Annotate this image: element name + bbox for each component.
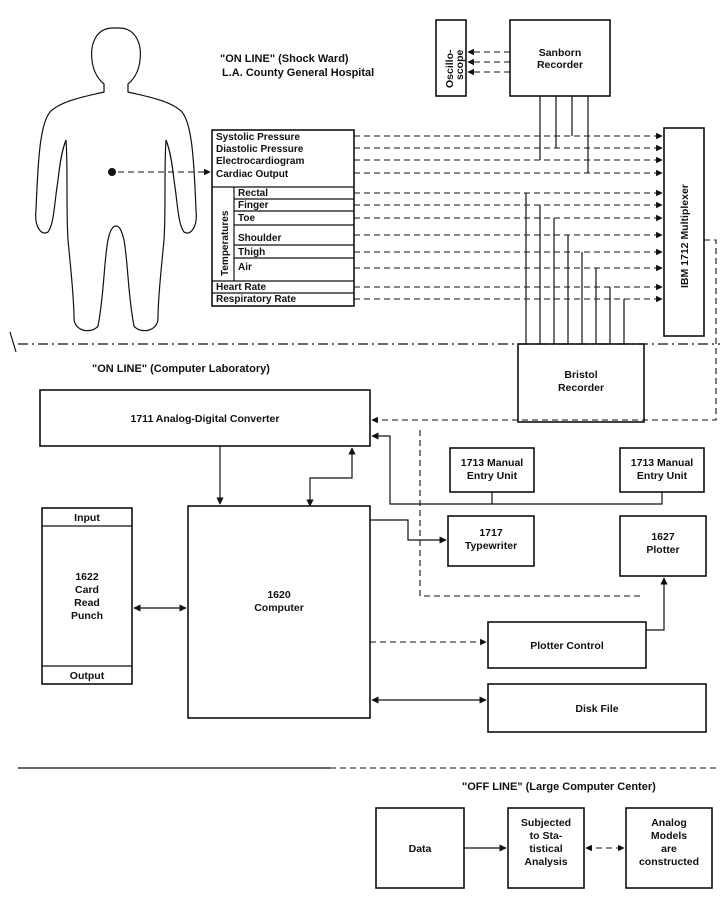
signal-air: Air [238,262,252,273]
models-box [625,807,713,889]
signal-cardiac-output: Cardiac Output [216,169,289,180]
signal-shoulder: Shoulder [238,233,281,244]
signal-ecg: Electrocardiogram [216,156,304,167]
manual-entry-2-label-2: Entry Unit [637,470,688,482]
signal-list: Systolic Pressure Diastolic Pressure Ele… [211,129,355,307]
signal-thigh: Thigh [238,247,265,258]
manual-entry-1-label-2: Entry Unit [467,470,518,482]
manual-entry-2-label-1: 1713 Manual [631,457,694,469]
plotter-control-to-plotter-line [646,577,668,631]
hospital-subtitle: L.A. County General Hospital [222,67,374,79]
manual-entry-1-to-adc [371,432,493,505]
plotter-box [619,515,707,577]
models-label-4: constructed [639,856,699,868]
oscilloscope-box [435,19,467,97]
oscilloscope-label-1: Oscillo- [444,49,456,88]
signal-lines [354,132,663,303]
bristol-taps [525,193,625,344]
multiplexer-box [663,127,705,337]
stats-label-4: Analysis [524,856,567,868]
offline-title: "OFF LINE" (Large Computer Center) [462,781,656,793]
separator-tick [9,331,17,353]
signal-finger: Finger [238,200,269,211]
temperatures-label: Temperatures [220,210,231,276]
adc-label: 1711 Analog-Digital Converter [131,413,280,425]
models-label-2: Models [651,830,687,842]
computer-label-1: 1620 [267,589,291,601]
typewriter-box [447,515,535,567]
disk-file-label: Disk File [575,703,618,715]
multiplexer-label: IBM 1712 Multiplexer [679,184,691,288]
manual-entry-1-label-1: 1713 Manual [461,457,524,469]
computer-box [187,505,371,719]
signal-toe: Toe [238,213,255,224]
sanborn-recorder-box [509,19,611,97]
models-label-1: Analog [651,817,687,829]
plotter-control-box [487,621,647,669]
bristol-label-2: Recorder [558,382,604,394]
card-label-1: 1622 [75,571,99,583]
adc-box [39,389,371,447]
disk-file-box [487,683,707,733]
stats-label-3: tistical [529,843,562,855]
computer-adc-line [306,447,356,507]
card-label-4: Punch [71,610,103,622]
lab-title: "ON LINE" (Computer Laboratory) [92,363,270,375]
models-label-3: are [661,843,677,855]
bristol-label-1: Bristol [564,369,597,381]
manual-entry-2-join [492,492,663,505]
patient-figure-icon [35,27,197,332]
hospital-title: "ON LINE" (Shock Ward) [220,53,349,65]
oscilloscope-label-2: scope [454,49,466,80]
typewriter-label-1: 1717 [479,527,503,539]
typewriter-label-2: Typewriter [465,540,517,552]
signal-heart-rate: Heart Rate [216,282,266,293]
adc-to-plotter-line [419,430,640,597]
stats-label-2: to Sta- [530,830,563,842]
sanborn-taps [539,96,589,173]
data-label: Data [409,843,432,855]
computer-label-2: Computer [254,602,304,614]
sanborn-label-1: Sanborn [539,47,582,59]
card-label-3: Read [74,597,100,609]
card-read-punch-box [41,507,133,685]
card-input-label: Input [74,512,100,524]
stats-box [507,807,585,889]
card-label-2: Card [75,584,99,596]
computer-to-typewriter-line [370,519,447,544]
card-output-label: Output [70,670,105,682]
signal-rectal: Rectal [238,188,268,199]
stats-label-1: Subjected [521,817,571,829]
multiplexer-to-adc-line [371,239,717,424]
signal-diastolic: Diastolic Pressure [216,144,304,155]
plotter-label-1: 1627 [651,531,675,543]
plotter-control-label: Plotter Control [530,640,604,652]
plotter-label-2: Plotter [646,544,679,556]
signal-respiratory-rate: Respiratory Rate [216,294,296,305]
sanborn-label-2: Recorder [537,59,583,71]
signal-systolic: Systolic Pressure [216,132,300,143]
